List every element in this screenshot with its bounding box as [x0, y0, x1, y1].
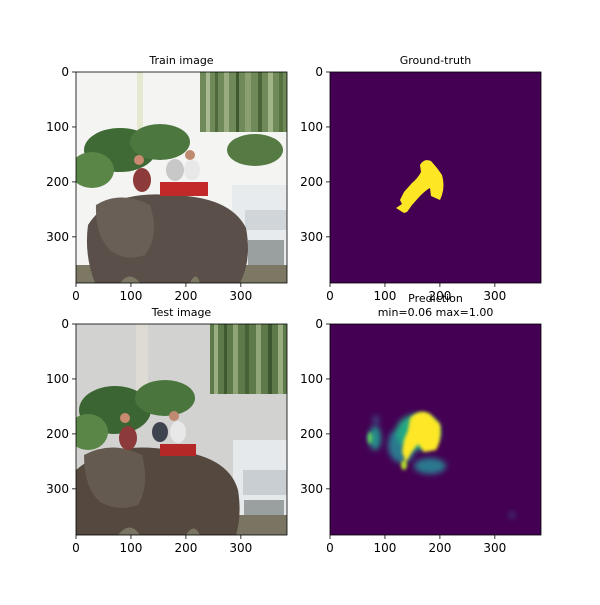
prediction-panel: Prediction min=0.06 max=1.00 [329, 292, 542, 536]
ground-truth-mask [330, 72, 541, 283]
x-tick-label: 300 [483, 289, 506, 303]
x-tick-label: 0 [72, 289, 80, 303]
train-image-panel: Train image [75, 54, 288, 284]
x-tick-label: 300 [229, 541, 252, 555]
test-image-title: Test image [151, 306, 212, 319]
y-tick-label: 100 [46, 372, 69, 386]
x-tick-label: 100 [373, 541, 396, 555]
x-tick-label: 100 [373, 289, 396, 303]
y-tick-label: 200 [300, 175, 323, 189]
axis-ticks: 0 100 200 300 0 100 200 300 0 100 200 300 0 100 200 300… [46, 65, 506, 555]
prediction-frame [329, 323, 542, 536]
stripe-pattern [136, 324, 287, 394]
prediction-heatmap [330, 324, 541, 535]
test-image-panel: Test image [75, 306, 288, 536]
x-tick-label: 0 [72, 541, 80, 555]
y-tick-label: 0 [315, 65, 323, 79]
y-tick-label: 300 [300, 230, 323, 244]
prediction-title: Prediction [408, 292, 463, 305]
test-photo [76, 324, 287, 535]
x-tick-label: 200 [428, 541, 451, 555]
y-tick-label: 0 [61, 65, 69, 79]
x-tick-label: 0 [326, 541, 334, 555]
x-tick-label: 100 [119, 541, 142, 555]
prediction-subtitle: min=0.06 max=1.00 [378, 306, 494, 319]
train-image-title: Train image [148, 54, 213, 67]
x-tick-label: 200 [174, 541, 197, 555]
train-image-frame [75, 71, 288, 284]
ground-truth-panel: Ground-truth [329, 54, 542, 284]
x-tick-label: 300 [483, 541, 506, 555]
y-tick-label: 200 [46, 175, 69, 189]
x-tick-label: 0 [326, 289, 334, 303]
y-tick-label: 300 [46, 230, 69, 244]
y-tick-label: 100 [300, 120, 323, 134]
stripe-pattern [137, 72, 287, 132]
y-tick-label: 100 [300, 372, 323, 386]
ground-truth-frame [329, 71, 542, 284]
person-mask [396, 160, 444, 213]
y-tick-label: 200 [300, 427, 323, 441]
y-tick-label: 300 [46, 482, 69, 496]
test-image-frame [75, 323, 288, 536]
x-tick-label: 100 [119, 289, 142, 303]
y-tick-label: 200 [46, 427, 69, 441]
x-tick-label: 200 [428, 289, 451, 303]
train-photo [76, 72, 287, 283]
y-tick-label: 100 [46, 120, 69, 134]
y-tick-label: 0 [315, 317, 323, 331]
ground-truth-title: Ground-truth [400, 54, 472, 67]
x-tick-label: 300 [229, 289, 252, 303]
y-tick-label: 300 [300, 482, 323, 496]
x-tick-label: 200 [174, 289, 197, 303]
y-tick-label: 0 [61, 317, 69, 331]
